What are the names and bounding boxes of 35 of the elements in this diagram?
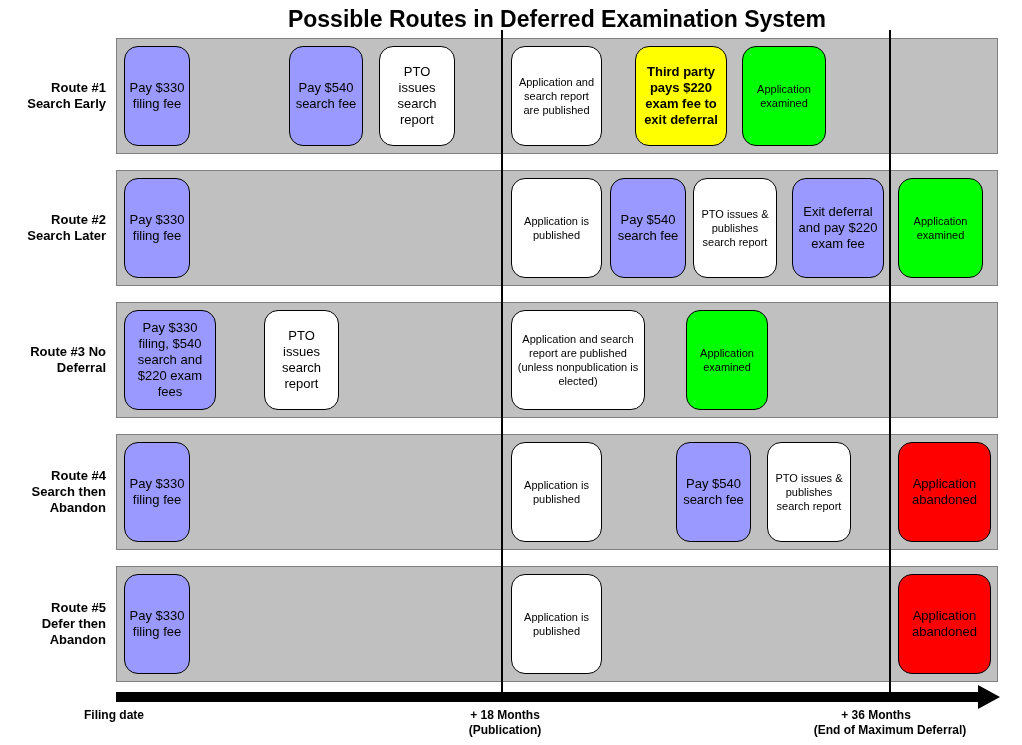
- step-box: Application examined: [742, 46, 826, 146]
- route-label: Route #2 Search Later: [26, 212, 106, 244]
- step-box: Application and search report are published (unless nonpublication is elected): [511, 310, 645, 410]
- step-box: Application is published: [511, 178, 602, 278]
- step-box: Application is published: [511, 574, 602, 674]
- step-box: Application is published: [511, 442, 602, 542]
- step-box: PTO issues & publishes search report: [767, 442, 851, 542]
- route-label: Route #5 Defer then Abandon: [40, 600, 106, 648]
- timeline-label: + 18 Months: [470, 708, 540, 723]
- route-label: Route #3 No Deferral: [29, 344, 106, 376]
- step-box: Pay $330 filing fee: [124, 178, 190, 278]
- step-box: Third party pays $220 exam fee to exit deferral: [635, 46, 727, 146]
- diagram-title: Possible Routes in Deferred Examination System: [286, 6, 828, 33]
- step-box: Application and search report are published: [511, 46, 602, 146]
- timeline-label: (End of Maximum Deferral): [813, 723, 967, 738]
- step-box: Application abandoned: [898, 442, 991, 542]
- step-box: Pay $330 filing, $540 search and $220 exam fees: [124, 310, 216, 410]
- route-label: Route #4 Search then Abandon: [30, 468, 106, 516]
- timeline-label: Filing date: [84, 708, 144, 723]
- step-box: Pay $330 filing fee: [124, 442, 190, 542]
- timeline-label: + 36 Months: [841, 708, 911, 723]
- step-box: Pay $540 search fee: [676, 442, 751, 542]
- step-box: Pay $330 filing fee: [124, 574, 190, 674]
- step-box: PTO issues search report: [379, 46, 455, 146]
- step-box: Application abandoned: [898, 574, 991, 674]
- timeline-label: (Publication): [468, 723, 542, 738]
- step-box: PTO issues search report: [264, 310, 339, 410]
- step-box: Exit deferral and pay $220 exam fee: [792, 178, 884, 278]
- step-box: Application examined: [686, 310, 768, 410]
- step-box: PTO issues & publishes search report: [693, 178, 777, 278]
- route-label: Route #1 Search Early: [26, 80, 106, 112]
- step-box: Pay $540 search fee: [289, 46, 363, 146]
- step-box: Pay $540 search fee: [610, 178, 686, 278]
- step-box: Pay $330 filing fee: [124, 46, 190, 146]
- step-box: Application examined: [898, 178, 983, 278]
